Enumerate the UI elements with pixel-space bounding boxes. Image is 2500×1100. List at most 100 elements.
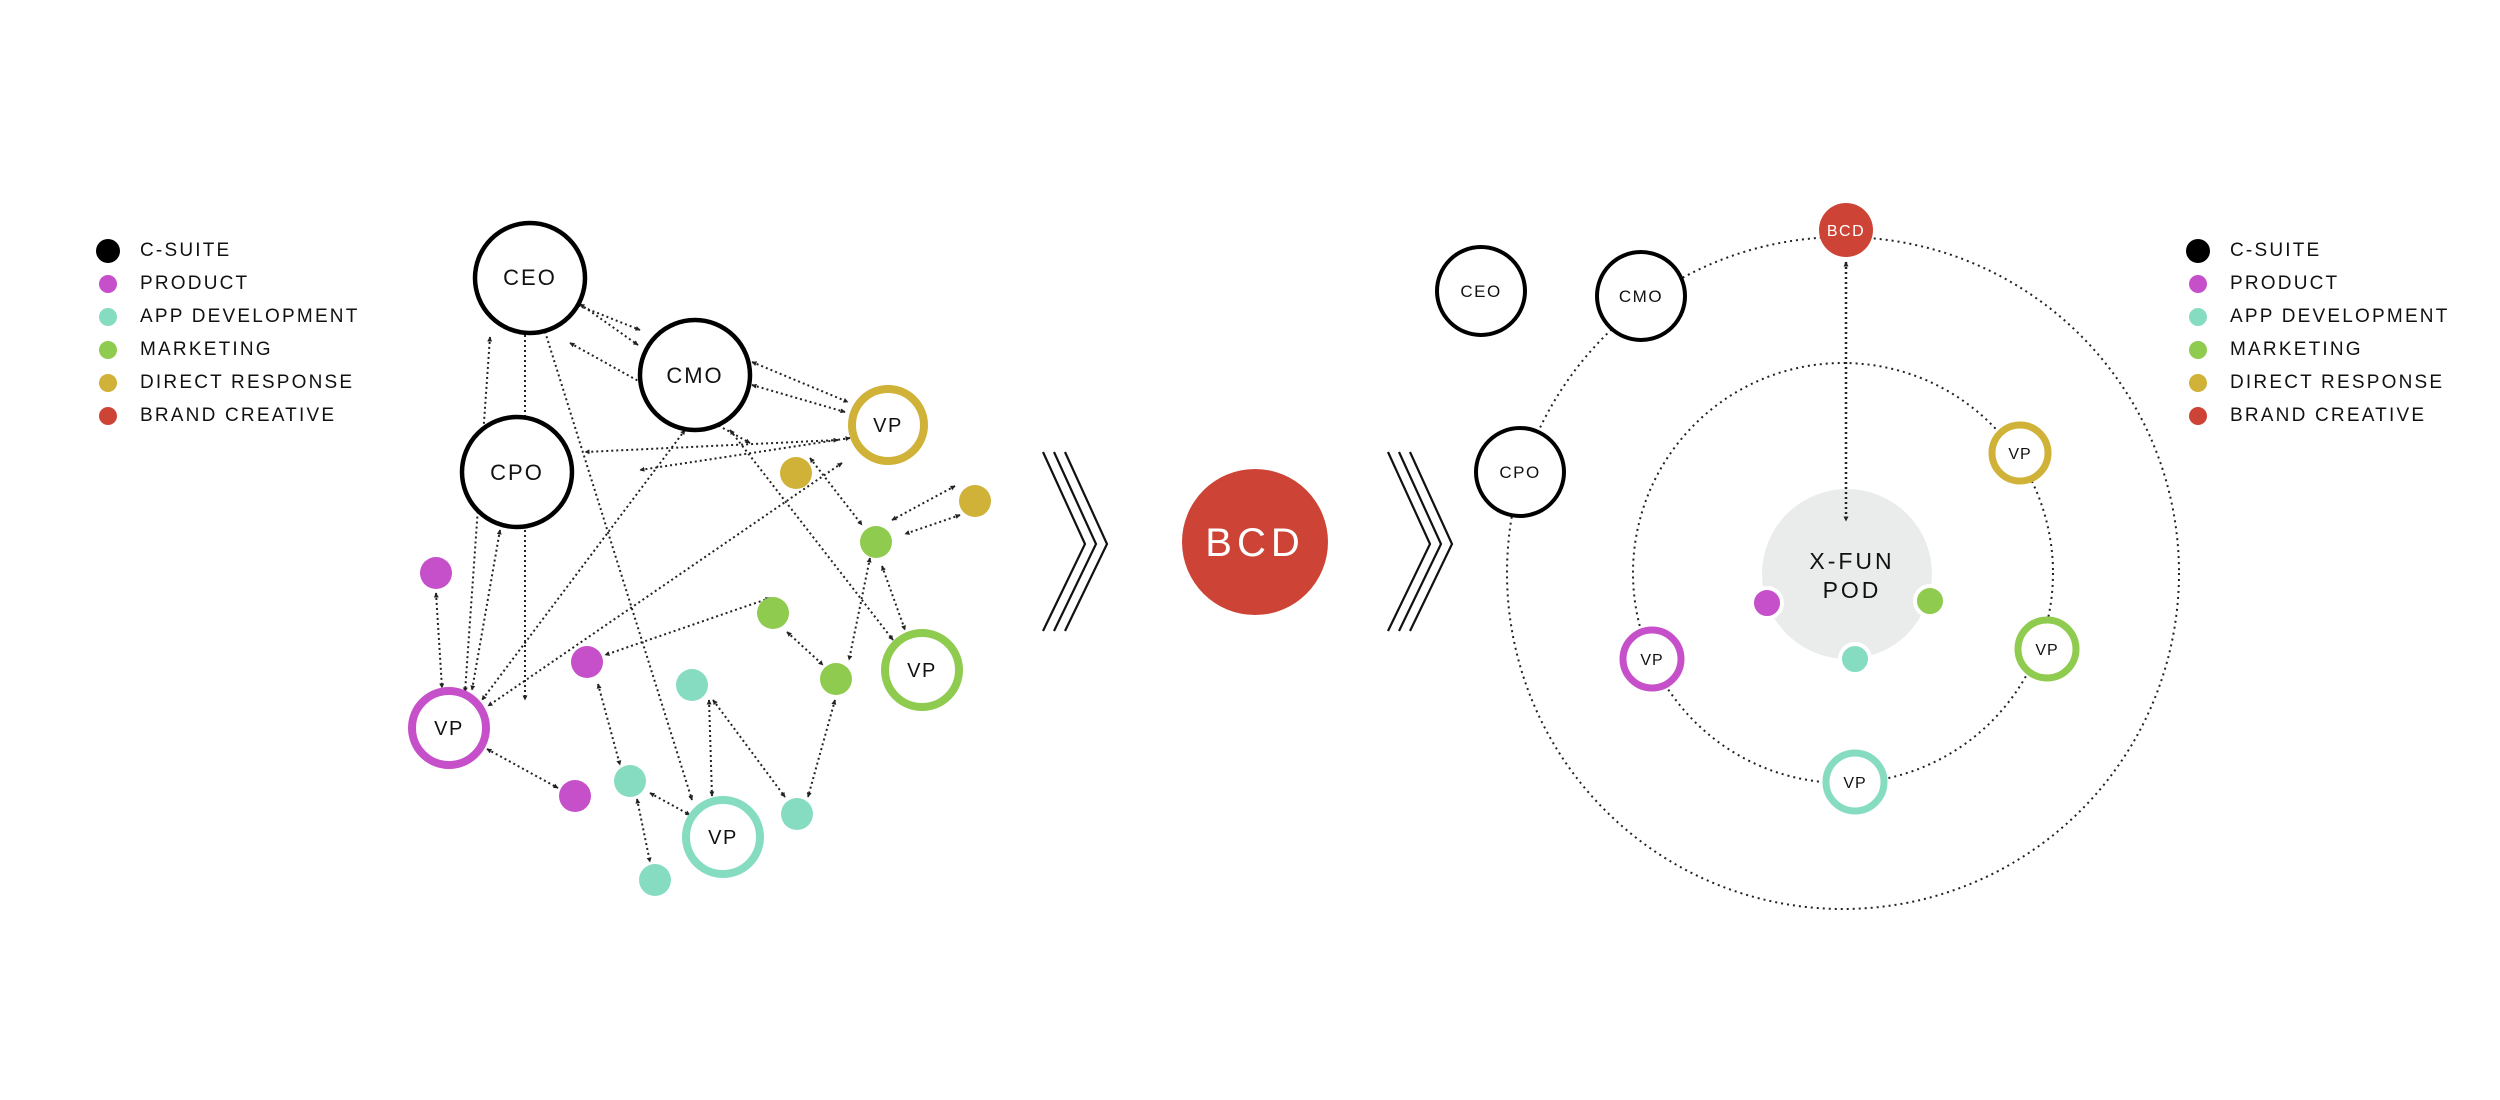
legend-item-csuite: C-SUITE [2186,234,2450,267]
network-link [604,597,771,656]
legend-item-appdev: APP DEVELOPMENT [2186,300,2450,333]
network-link [751,383,846,414]
network-link [881,565,906,631]
legend-label: MARKETING [2230,338,2363,360]
legend-swatch [99,307,117,326]
pod-label-line2: POD [1823,577,1882,603]
marketing-dot [820,663,852,695]
direct-dot [780,457,812,489]
network-link [706,699,715,797]
vp-marketing-node-right [2014,616,2080,682]
network-link [786,631,824,666]
vp-product-label-left: VP [434,718,464,740]
legend-swatch [99,406,117,425]
vp-product-node-left [408,687,490,769]
vp-direct-label-right: VP [2008,446,2031,463]
network-link [470,529,502,691]
network-link [806,699,837,798]
vp-direct-node-left [848,385,928,465]
network-link [847,557,872,661]
cpo-label-left: CPO [490,460,544,485]
vp-appdev-node-left [682,796,764,878]
pod-product-dot [1750,586,1784,620]
legend-swatch [2189,373,2207,392]
legend-label: APP DEVELOPMENT [140,305,360,327]
left-network-links [433,297,961,863]
network-link [596,683,622,766]
vp-marketing-label-right: VP [2035,642,2058,659]
marketing-dot [757,597,789,629]
vp-appdev-label-left: VP [708,827,738,849]
legend-item-brand: BRAND CREATIVE [96,399,360,432]
network-link [486,748,559,789]
bcd-center-node [1182,469,1328,615]
ceo-label-right: CEO [1460,282,1501,301]
legend-item-direct: DIRECT RESPONSE [2186,366,2450,399]
appdev-dot [639,864,671,896]
legend-label: PRODUCT [140,272,250,294]
outer-orbit [1506,236,2180,910]
vp-direct-label-left: VP [873,415,903,437]
cmo-label-right: CMO [1619,287,1663,306]
legend-item-product: PRODUCT [96,267,360,300]
legend-label: MARKETING [140,338,273,360]
direct-dot [959,485,991,517]
network-link [579,303,639,346]
left-network: CEO CMO CPO VP VP VP VP [408,220,991,896]
ceo-label-left: CEO [503,265,557,290]
product-dot [420,557,452,589]
legend-label: PRODUCT [2230,272,2340,294]
network-link [639,436,851,472]
legend-item-marketing: MARKETING [96,333,360,366]
cmo-node-right [1595,250,1687,342]
network-link [540,321,694,801]
legend-swatch [2186,238,2210,263]
vp-appdev-node-right [1822,749,1888,815]
network-link [904,514,961,535]
chevron-separator-right [1386,451,1454,632]
network-link [649,792,691,816]
legend-label: C-SUITE [2230,239,2322,261]
ceo-node-left [472,220,588,336]
ceo-node-right [1435,245,1527,337]
pod-marketing-dot [1913,584,1947,618]
vp-direct-node-right [1988,421,2052,485]
bcd-label-right: BCD [1827,223,1865,240]
legend-swatch [2189,274,2207,293]
vp-appdev-label-right: VP [1843,775,1866,792]
pod-appdev-dot [1838,642,1872,676]
network-link [712,699,786,798]
network-link [891,485,956,521]
legend-label: BRAND CREATIVE [140,404,337,426]
network-link [462,336,493,693]
vp-product-label-right: VP [1640,652,1663,669]
legend-swatch [96,238,120,263]
legend-item-appdev: APP DEVELOPMENT [96,300,360,333]
legend-right: C-SUITE PRODUCT APP DEVELOPMENT MARKETING DI… [2186,234,2450,432]
legend-label: DIRECT RESPONSE [140,371,355,393]
cpo-node-right [1474,426,1566,518]
cpo-label-right: CPO [1499,463,1540,482]
legend-item-csuite: C-SUITE [96,234,360,267]
bcd-node-right [1819,203,1873,257]
network-link [635,798,652,863]
vp-marketing-label-left: VP [907,660,937,682]
right-orbit-diagram: X-FUN POD BCD CEO CMO CPO VP VP VP VP [1435,203,2180,910]
bcd-center-label: BCD [1205,521,1304,565]
product-dot [571,646,603,678]
legend-swatch [99,340,117,359]
network-link [809,457,863,526]
cpo-node-left [459,414,575,530]
appdev-dot [781,798,813,830]
legend-swatch [2189,307,2207,326]
pod-label-line1: X-FUN [1809,548,1894,574]
inner-orbit [1632,362,2054,784]
legend-label: C-SUITE [140,239,232,261]
vp-product-node-right [1619,626,1685,692]
cmo-label-left: CMO [666,363,723,388]
cmo-node-left [637,317,753,433]
legend-label: APP DEVELOPMENT [2230,305,2450,327]
network-link [751,361,849,403]
legend-swatch [99,274,117,293]
